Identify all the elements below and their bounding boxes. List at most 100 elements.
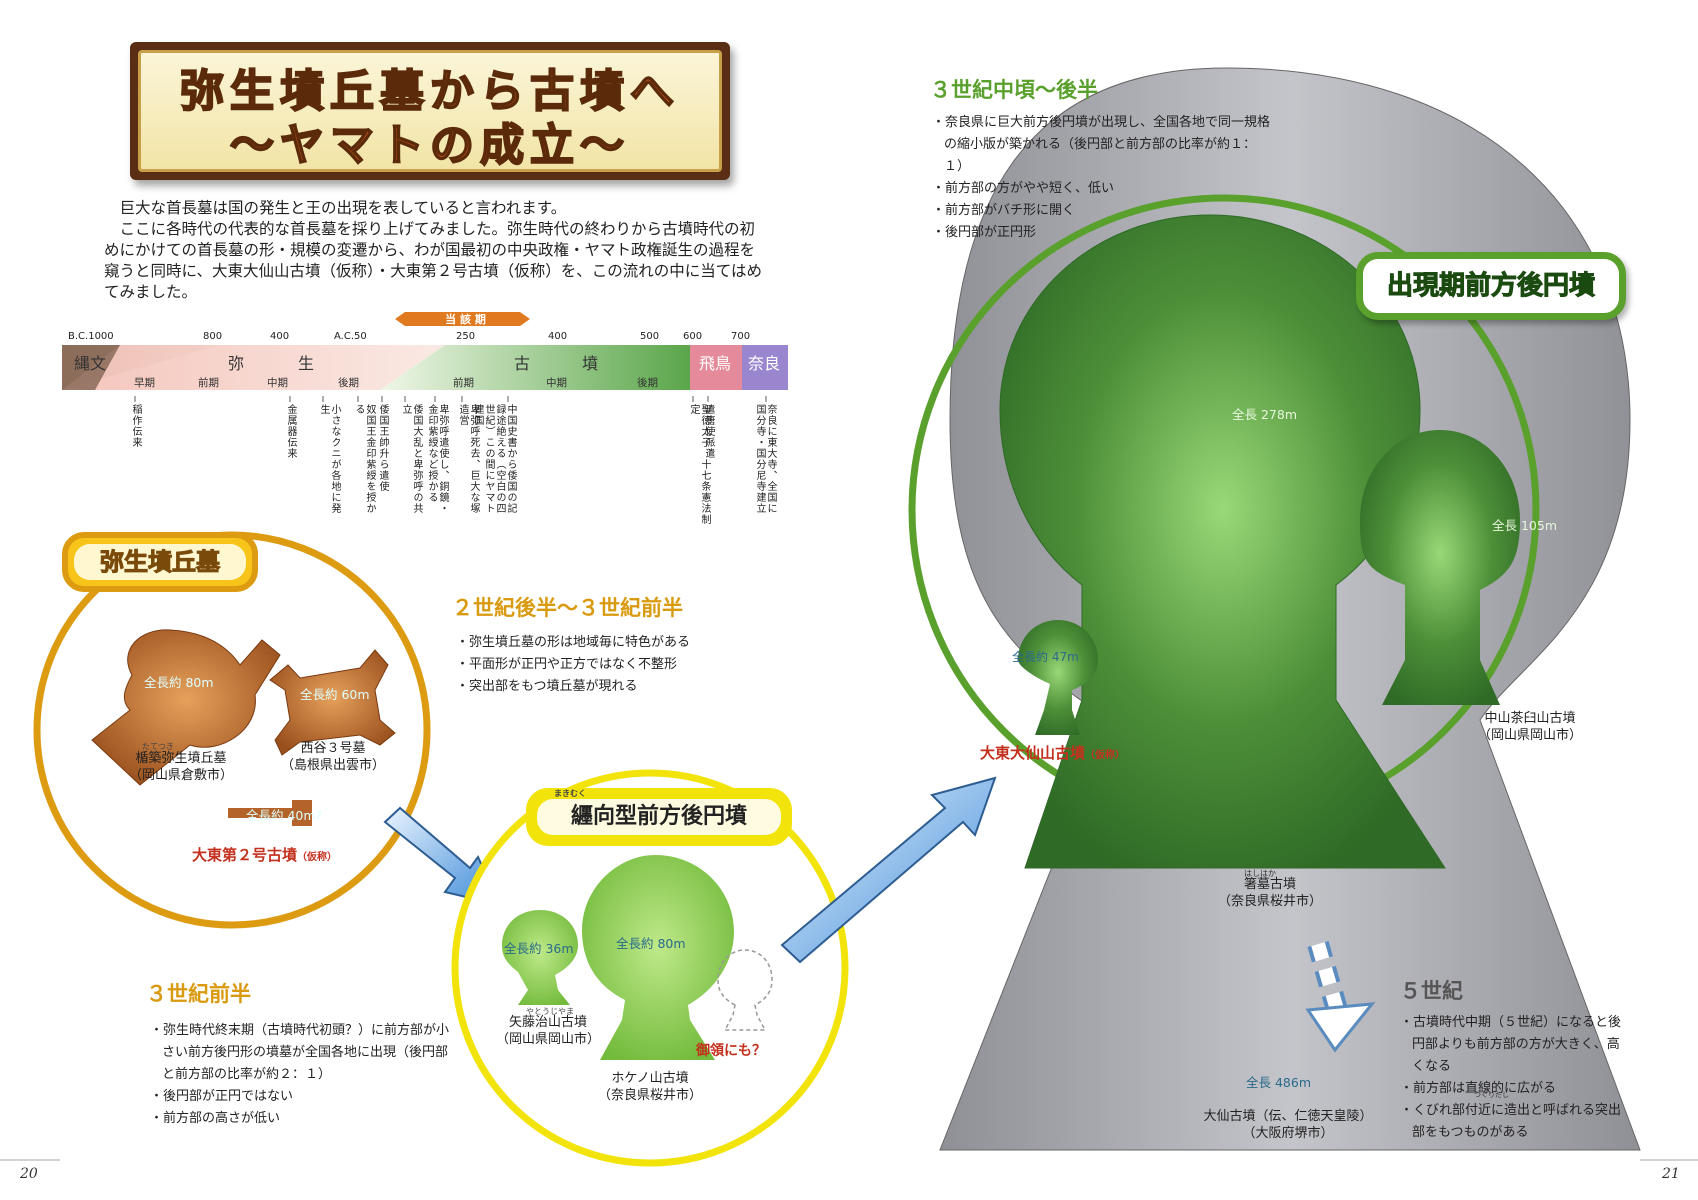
event-todaiji: 奈良に東大寺、全国に国分寺・国分尼寺建立 — [754, 404, 776, 514]
sub-yayoi-late: 後期 — [338, 377, 359, 389]
intro-text: 巨大な首長墓は国の発生と王の出現を表していると言われます。 ここに各時代の代表的… — [104, 198, 764, 303]
event-nakoku: 奴国王金印紫綬を授かる — [353, 404, 375, 514]
daisen-length: 全長約 47m — [1012, 650, 1079, 664]
nishidani-shape — [269, 649, 396, 756]
event-kuni: 小さなクニが各地に発生 — [318, 404, 340, 514]
tick-250: 250 — [456, 331, 476, 342]
century5-heading: ５世紀 — [1400, 979, 1463, 1003]
yato-place: （岡山県岡山市） — [495, 1032, 600, 1047]
title-line-2: ～ヤマトの成立～ — [229, 119, 630, 172]
event-himiko-envoy: 卑弥呼遣使し、銅鏡・金印紫綬など授かる — [426, 404, 448, 514]
yato-length: 全長約 36m — [504, 941, 574, 956]
intro-paragraph-2: ここに各時代の代表的な首長墓を採り上げてみました。弥生時代の終わりから古墳時代の… — [104, 220, 762, 301]
daisen-name: 大東大仙山古墳 — [980, 744, 1086, 762]
daisen-kofun-label: 大仙古墳（伝、仁徳天皇陵） （大阪府堺市） — [1188, 1108, 1388, 1142]
shutsugen-bullets: 奈良県に巨大前方後円墳が出現し、全国各地で同一規格の縮小版が築かれる（後円部と前… — [932, 112, 1272, 244]
daito2-label: 大東第２号古墳（仮称） — [192, 844, 337, 865]
yayoi-bullet-1: 弥生墳丘墓の形は地域毎に特色がある — [456, 632, 756, 654]
yato-shape — [502, 910, 578, 1005]
tick-700: 700 — [731, 331, 751, 342]
dashed-arrow-icon — [1305, 940, 1376, 1053]
hashihaka-name: 箸墓古墳 — [1243, 877, 1296, 892]
yayoi-bullet-2: 平面形が正円や正方ではなく不整形 — [456, 654, 756, 676]
current-period-label: 当 該 期 — [445, 313, 486, 326]
daito2-note: （仮称） — [297, 852, 338, 863]
makimuku-bullets: 弥生時代終末期（古墳時代初頭？）に前方部が小さい前方後円形の墳墓が全国各地に出現… — [150, 1020, 460, 1130]
current-period-shape — [395, 312, 530, 326]
arrow-up-right-icon — [780, 776, 997, 964]
event-tairan: 倭国大乱と卑弥呼の共立 — [400, 404, 422, 514]
nakayama-chausuyama-shape — [1360, 430, 1520, 705]
hokenoyama-length: 全長約 80m — [616, 936, 686, 951]
nakayama-name: 中山茶臼山古墳 — [1484, 711, 1576, 726]
nishidani-label: 西谷３号墓 （島根県出雲市） — [278, 740, 388, 774]
tick-500: 500 — [640, 331, 660, 342]
era-jomon: 縄文 — [74, 354, 107, 373]
makimuku-bullet-1: 弥生時代終末期（古墳時代初頭？）に前方部が小さい前方後円形の墳墓が全国各地に出現… — [150, 1020, 460, 1086]
shutsugen-heading: ３世紀中頃～後半 — [930, 78, 1098, 102]
event-shotoku: 聖徳太子、十七条憲法制定 — [688, 404, 710, 525]
makimuku-badge-text: 纒向型前方後円墳 — [570, 804, 747, 829]
yayoi-badge-text: 弥生墳丘墓 — [100, 548, 221, 577]
yato-ruby: やとうじやま — [526, 1007, 574, 1016]
tick-400b: 400 — [548, 331, 568, 342]
event-himiko-death: 卑弥呼死去、巨大な塚造営 — [457, 404, 479, 514]
event-metal: 金属器伝来 — [285, 404, 296, 459]
event-suisho: 倭国王帥升ら遣使 — [377, 404, 388, 492]
hashihaka-label: 箸墓古墳 （奈良県桜井市） — [1210, 876, 1330, 910]
yayoi-bullet-3: 突出部をもつ墳丘墓が現れる — [456, 676, 756, 698]
daisen-note: （仮称） — [1085, 750, 1126, 761]
sub-kofun-first: 前期 — [453, 377, 474, 389]
title-inner: 弥生墳丘墓から古墳へ ～ヤマトの成立～ — [138, 50, 722, 172]
century5-bullets: 古墳時代中期（５世紀）になると後円部よりも前方部の方が大きく、高くなる 前方部は… — [1400, 1012, 1632, 1144]
makimuku-bullet-2: 後円部が正円ではない — [150, 1086, 460, 1108]
intro-paragraph-1: 巨大な首長墓は国の発生と王の出現を表していると言われます。 — [119, 199, 567, 217]
shutsugen-badge-text: 出現期前方後円墳 — [1386, 271, 1595, 302]
hokenoyama-place: （奈良県桜井市） — [597, 1088, 702, 1103]
yayoi-bullets: 弥生墳丘墓の形は地域毎に特色がある 平面形が正円や正方ではなく不整形 突出部をも… — [456, 632, 756, 698]
daito-daisenzan-shape — [1018, 620, 1098, 735]
event-blank-century: 中国史書から倭国の記録途絶える（空白の四世紀）この間にヤマト建国 — [472, 404, 516, 514]
nakayama-length: 全長 105m — [1492, 518, 1558, 533]
shutsugen-bullet-3: 前方部がバチ形に開く — [932, 200, 1272, 222]
tick-800: 800 — [203, 331, 223, 342]
gomyo-ghost-shape — [717, 949, 773, 1031]
sub-kofun-late: 後期 — [637, 377, 658, 389]
era-kofun-2: 墳 — [582, 354, 599, 373]
sub-kofun-middle: 中期 — [546, 377, 567, 389]
tick-600: 600 — [683, 331, 703, 342]
title-plate: 弥生墳丘墓から古墳へ ～ヤマトの成立～ — [130, 42, 730, 180]
nakayama-place: （岡山県岡山市） — [1477, 728, 1582, 743]
tatetsuki-place: （岡山県倉敷市） — [128, 768, 233, 783]
daito2-shape — [228, 800, 312, 826]
yato-label: 矢藤治山古墳 （岡山県岡山市） — [492, 1014, 604, 1048]
makimuku-bullet-3: 前方部の高さが低い — [150, 1108, 460, 1130]
hashihaka-ruby: はしはか — [1244, 869, 1276, 878]
century5-bullet-3: くびれ部付近に造出と呼ばれる突出部をもつものがある — [1400, 1100, 1632, 1144]
daisen-kofun-length: 全長 486m — [1246, 1075, 1312, 1090]
tatetsuki-shape — [91, 629, 281, 786]
tick-ac50: A.C.50 — [334, 331, 367, 342]
era-nara: 奈良 — [748, 354, 781, 373]
era-asuka: 飛鳥 — [699, 354, 732, 373]
hokenoyama-label: ホケノ山古墳 （奈良県桜井市） — [590, 1070, 710, 1104]
sub-yayoi-first: 前期 — [198, 377, 219, 389]
tick-bc1000: B.C.1000 — [68, 331, 114, 342]
timeline-bar — [62, 345, 788, 390]
yayoi-heading: ２世紀後半～３世紀前半 — [452, 596, 683, 620]
tick-400: 400 — [270, 331, 290, 342]
daito2-name: 大東第２号古墳 — [192, 846, 298, 864]
nishidani-place: （島根県出雲市） — [280, 758, 385, 773]
hashihaka-place: （奈良県桜井市） — [1217, 894, 1322, 909]
hokenoyama-shape — [582, 855, 734, 1060]
sub-yayoi-middle: 中期 — [267, 377, 288, 389]
tatetsuki-name: 楯築弥生墳丘墓 — [135, 751, 227, 766]
era-yayoi-2: 生 — [298, 354, 315, 373]
nishidani-name: 西谷３号墓 — [300, 741, 366, 756]
century5-bullet-1: 古墳時代中期（５世紀）になると後円部よりも前方部の方が大きく、高くなる — [1400, 1012, 1632, 1078]
page-number-right: 21 — [1662, 1166, 1680, 1182]
daisen-kofun-name: 大仙古墳（伝、仁徳天皇陵） — [1203, 1109, 1373, 1124]
nishidani-length: 全長約 60m — [300, 687, 370, 702]
page-number-left: 20 — [20, 1166, 38, 1182]
